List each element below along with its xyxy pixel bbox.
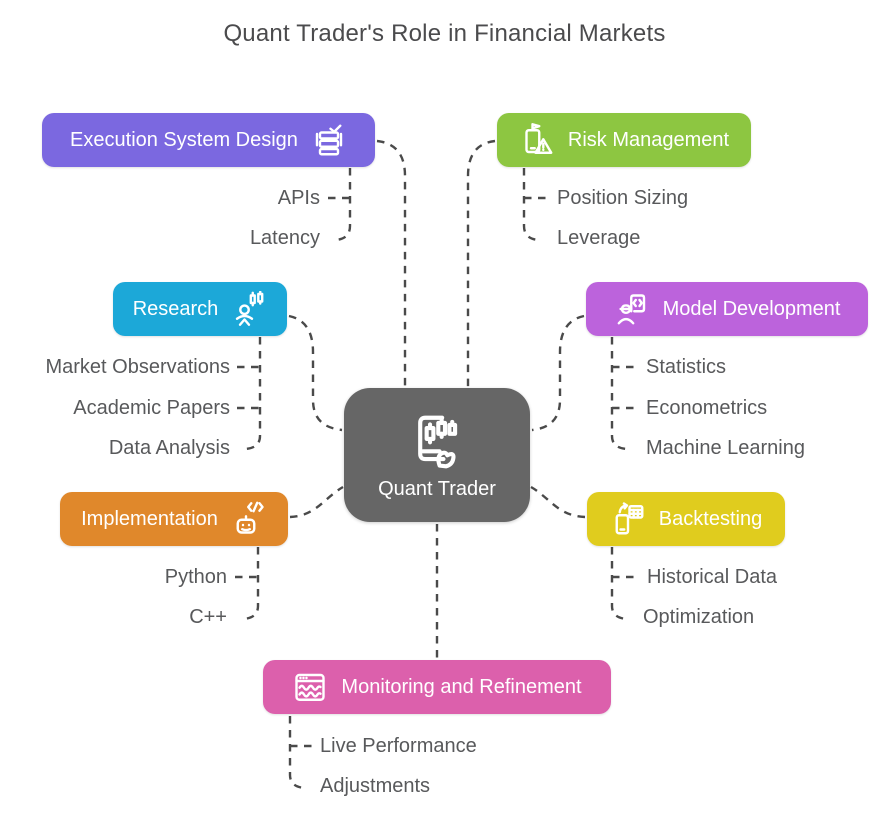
phone-warning-icon [519,122,555,158]
branch-backtesting[interactable]: Backtesting [587,492,785,546]
connector-monitoring-subtopics [288,716,306,790]
subtopic-python[interactable]: Python [164,566,227,588]
center-node-label: Quant Trader [378,477,496,500]
connector-implementation-subtopics [242,547,260,621]
phone-calculator-icon [610,501,646,537]
subtopic-statistics[interactable]: Statistics [646,356,727,378]
branch-label: Backtesting [658,507,763,530]
branch-monitoring-and-refinement[interactable]: Monitoring and Refinement [263,660,611,714]
connector-backtesting-subtopics [610,547,628,621]
branch-implementation[interactable]: Implementation [60,492,288,546]
branch-research[interactable]: Research [113,282,287,336]
subtopic-data-analysis[interactable]: Data Analysis [108,437,230,459]
subtopic-econometrics[interactable]: Econometrics [646,397,768,419]
subtopic-live-performance[interactable]: Live Performance [320,735,477,757]
branch-label: Model Development [662,297,841,320]
branch-execution-system-design[interactable]: Execution System Design [42,113,375,167]
analyst-chart-icon [231,291,267,327]
database-check-icon [311,122,347,158]
center-node-quant-trader[interactable]: Quant Trader [344,388,530,522]
page-title: Quant Trader's Role in Financial Markets [223,20,666,47]
subtopic-historical-data[interactable]: Historical Data [647,566,778,588]
subtopic-academic-papers[interactable]: Academic Papers [73,397,230,419]
branch-label: Research [132,297,219,320]
branch-label: Execution System Design [70,128,298,151]
branch-label: Monitoring and Refinement [341,675,582,698]
subtopic-market-observations[interactable]: Market Observations [45,356,230,378]
connector-center-risk [466,139,496,387]
branch-risk-management[interactable]: Risk Management [497,113,751,167]
connector-execution-subtopics [334,168,352,242]
connector-center-backtesting [530,485,586,519]
branch-model-development[interactable]: Model Development [586,282,868,336]
connector-research-subtopics [244,337,262,451]
subtopic-apis[interactable]: APIs [277,187,320,209]
connector-center-implementation [289,485,344,519]
subtopic-leverage[interactable]: Leverage [557,227,641,249]
connector-model-subtopics [610,337,628,451]
subtopic-cpp[interactable]: C++ [189,606,227,628]
subtopic-adjustments[interactable]: Adjustments [320,775,431,797]
trading-tablet-icon [406,410,468,472]
connector-center-execution [376,139,407,387]
branch-label: Implementation [81,507,218,530]
subtopic-optimization[interactable]: Optimization [643,606,755,628]
branch-label: Risk Management [567,128,730,151]
connector-risk-subtopics [522,168,540,242]
monitor-chart-icon [292,669,328,705]
subtopic-position-sizing[interactable]: Position Sizing [557,187,689,209]
engineer-code-icon [614,291,650,327]
connector-center-research [288,314,343,432]
subtopic-latency[interactable]: Latency [249,227,320,249]
connector-center-model [531,314,585,432]
robot-code-icon [231,501,267,537]
subtopic-machine-learning[interactable]: Machine Learning [646,437,805,459]
